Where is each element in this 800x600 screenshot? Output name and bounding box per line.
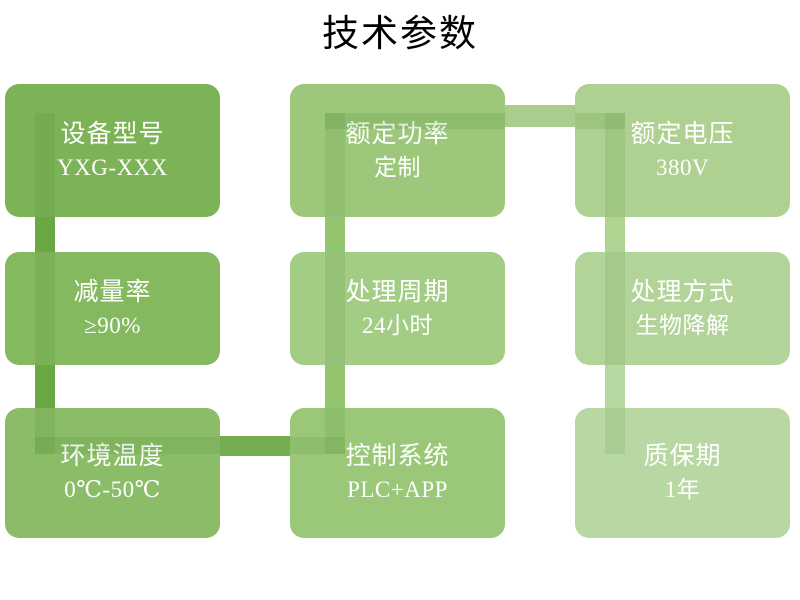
card-rated-power-label: 额定功率: [345, 120, 450, 148]
card-ambient-temperature-label: 环境温度: [60, 443, 165, 470]
card-reduction-rate-value: ≥90%: [84, 312, 141, 338]
card-equipment-model-label: 设备型号: [60, 120, 165, 148]
connector-row1-col2-col3: [492, 105, 592, 127]
card-warranty-period[interactable]: 质保期 1年: [575, 408, 790, 538]
card-equipment-model[interactable]: 设备型号 YXG-XXX: [5, 84, 220, 217]
card-rated-power[interactable]: 额定功率 定制: [290, 84, 505, 217]
connector-col2-row2-row3: [325, 355, 345, 420]
card-treatment-cycle[interactable]: 处理周期 24小时: [290, 252, 505, 365]
card-treatment-method[interactable]: 处理方式 生物降解: [575, 252, 790, 365]
card-control-system-value: PLC+APP: [347, 477, 448, 502]
card-treatment-method-value: 生物降解: [635, 312, 730, 338]
card-rated-voltage-value: 380V: [655, 154, 710, 180]
card-control-system-label: 控制系统: [345, 443, 450, 470]
card-warranty-period-label: 质保期: [643, 443, 722, 470]
card-ambient-temperature[interactable]: 环境温度 0℃-50℃: [5, 408, 220, 538]
card-rated-voltage[interactable]: 额定电压 380V: [575, 84, 790, 217]
card-warranty-period-value: 1年: [664, 477, 701, 502]
connector-row3-col1-col2: [208, 436, 308, 456]
card-reduction-rate-label: 减量率: [73, 278, 152, 306]
card-ambient-temperature-value: 0℃-50℃: [64, 477, 161, 502]
page-title: 技术参数: [322, 12, 478, 55]
card-reduction-rate[interactable]: 减量率 ≥90%: [5, 252, 220, 365]
connector-col1-row2-row3: [35, 355, 55, 420]
card-rated-power-value: 定制: [374, 154, 421, 180]
connector-col3-row2-row3: [605, 355, 625, 420]
card-treatment-cycle-value: 24小时: [362, 312, 433, 338]
card-equipment-model-value: YXG-XXX: [57, 154, 168, 180]
card-treatment-cycle-label: 处理周期: [345, 278, 450, 306]
card-rated-voltage-label: 额定电压: [630, 120, 735, 148]
card-treatment-method-label: 处理方式: [630, 278, 735, 306]
card-control-system[interactable]: 控制系统 PLC+APP: [290, 408, 505, 538]
